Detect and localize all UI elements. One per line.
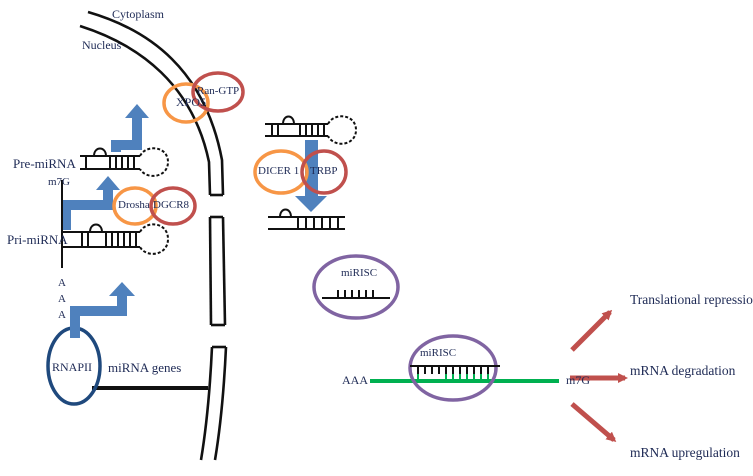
pre-mirna-hairpin [80, 147, 170, 177]
drosha-circle [112, 186, 158, 226]
mrna-m7g-label: m7G [566, 373, 590, 387]
trbp-circle [300, 149, 348, 195]
nucleus-label: Nucleus [82, 38, 122, 52]
pri-mirna-hairpin [61, 180, 170, 268]
mrna-aaa-label: AAA [342, 373, 368, 387]
outcome-arrows [570, 309, 628, 442]
mirna-duplex [268, 208, 345, 230]
dgcr8-label: DGCR8 [153, 199, 190, 211]
inner-membrane [79, 24, 212, 196]
blue-process-arrows [61, 104, 327, 338]
mirisc-label: miRISC [341, 267, 378, 279]
target-mirisc-label: miRISC [420, 347, 457, 359]
m7g-cap-label: m7G [48, 176, 70, 188]
bound-guide-strand [410, 365, 500, 381]
poly-a-label-2: A [58, 293, 66, 305]
inner-membrane-segment [208, 216, 213, 326]
poly-a-label-3: A [58, 309, 66, 321]
target-mirisc-circle [408, 334, 498, 402]
xpo5-circle [162, 82, 210, 124]
translational-repression-label: Translational repression [630, 292, 753, 307]
ran-gtp-label: Ran-GTP [197, 85, 240, 97]
pri-mirna-label: Pri-miRNA [7, 232, 68, 247]
dicer-circle [253, 149, 309, 195]
mrna-upregulation-label: mRNA upregulation [630, 445, 740, 460]
export-arrow [111, 104, 149, 152]
upregulation-arrow [570, 402, 617, 442]
trbp-label: TRBP [310, 165, 338, 177]
outer-membrane [87, 10, 225, 196]
xpo5-label: XPO5 [176, 95, 207, 109]
mirisc-guide-strand [322, 290, 390, 299]
ran-gtp-circle [191, 71, 245, 113]
outer-membrane-segment [213, 346, 228, 461]
cytoplasm-label: Cytoplasm [112, 7, 165, 21]
pre-mirna-label: Pre-miRNA [13, 156, 76, 171]
nuclear-envelope [79, 10, 228, 461]
transcription-arrow [70, 282, 135, 338]
rnapii-label: RNAPII [52, 360, 93, 374]
repression-arrow [570, 309, 613, 352]
mirna-genes-label: miRNA genes [108, 360, 182, 375]
dicer-label: DICER 1 [258, 165, 300, 177]
drosha-arrow [61, 176, 120, 230]
mrna-degradation-label: mRNA degradation [630, 363, 736, 378]
poly-a-label-1: A [58, 277, 66, 289]
mirisc-circle [312, 254, 400, 320]
dicer-arrow [295, 140, 327, 212]
dgcr8-circle [149, 186, 197, 226]
inner-membrane-segment [199, 346, 214, 461]
cytoplasmic-pre-mirna [265, 115, 358, 145]
outer-membrane-segment [221, 216, 227, 326]
drosha-label: Drosha [118, 199, 150, 211]
